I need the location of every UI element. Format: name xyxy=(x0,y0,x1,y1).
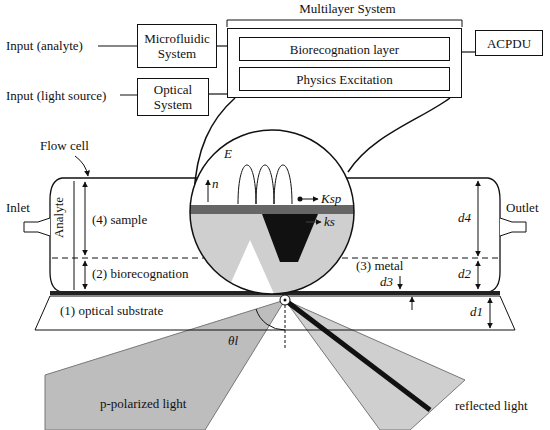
part-label: Input (light source) xyxy=(6,88,106,103)
part-label: Outlet xyxy=(506,200,539,215)
symbol-label: E xyxy=(224,146,232,161)
angle-arc xyxy=(256,309,285,330)
reflected-beam xyxy=(285,300,430,410)
zoom-line xyxy=(348,98,450,172)
process-box: Physics Excitation xyxy=(239,67,450,91)
part-label: reflected light xyxy=(455,398,528,413)
analyte-bracket xyxy=(74,181,75,290)
part-label: (4) sample xyxy=(92,212,147,227)
process-box: Microfluidic System xyxy=(137,24,217,68)
part-label: Input (analyte) xyxy=(6,38,83,53)
metal-surface xyxy=(188,205,358,214)
dimension-arrow xyxy=(85,261,86,289)
group-box: Multilayer SystemBiorecognation layerPhy… xyxy=(227,28,462,98)
symbol-label: Ksp xyxy=(321,191,341,206)
dimension-arrow xyxy=(85,182,86,255)
part-label: Inlet xyxy=(6,200,30,215)
process-box: Optical System xyxy=(137,78,209,116)
dimension-arrow xyxy=(400,276,401,289)
symbol-label: d4 xyxy=(458,210,471,225)
symbol-label: d2 xyxy=(458,266,471,281)
normal-arrow xyxy=(208,180,209,202)
part-label: (3) metal xyxy=(356,258,403,273)
part-label: Flow cell xyxy=(40,138,89,153)
process-box: ACPDU xyxy=(475,30,543,56)
part-label: (1) optical substrate xyxy=(60,303,163,318)
box-label: Microfluidic System xyxy=(138,31,216,61)
reflected-light xyxy=(285,300,465,430)
pointer-arrow xyxy=(75,156,88,176)
apex-dot xyxy=(284,299,287,302)
input-line xyxy=(98,46,137,47)
input-line xyxy=(120,95,137,96)
apex-marker xyxy=(280,295,290,305)
field-profile xyxy=(238,165,292,204)
dimension-arrow xyxy=(490,298,491,328)
box-label: Physics Excitation xyxy=(293,72,395,87)
connector xyxy=(462,51,475,52)
dimension-arrow xyxy=(412,297,413,310)
reflected-wedge xyxy=(262,214,318,262)
box-label: Biorecognation layer xyxy=(287,42,402,57)
symbol-label: d1 xyxy=(470,304,483,319)
part-label: (2) biorecognation xyxy=(92,266,188,281)
connector xyxy=(217,45,227,46)
bracket xyxy=(227,20,462,27)
process-box: Biorecognation layer xyxy=(239,37,450,61)
symbol-label: d3 xyxy=(380,274,393,289)
normal-line xyxy=(285,300,286,350)
dimension-arrow xyxy=(478,181,479,256)
part-label: p-polarized light xyxy=(100,396,186,411)
incident-light xyxy=(45,300,285,430)
symbol-label: θl xyxy=(228,333,238,348)
inlet-nozzle xyxy=(24,218,50,236)
optical-substrate xyxy=(35,296,515,330)
prism-region xyxy=(188,214,358,296)
dimension-arrow xyxy=(478,261,479,289)
connector xyxy=(209,93,227,94)
group-heading: Multilayer System xyxy=(228,1,467,16)
symbol-label: n xyxy=(212,176,219,191)
ks-arrow xyxy=(306,222,321,223)
incident-beam xyxy=(225,240,275,296)
outlet-nozzle xyxy=(500,218,526,236)
ksp-arrow xyxy=(300,199,318,200)
box-label: Optical System xyxy=(138,82,208,112)
box-label: ACPDU xyxy=(484,36,534,51)
part-label: Analyte xyxy=(51,197,66,238)
symbol-label: ks xyxy=(324,214,335,229)
magnifier xyxy=(190,130,354,294)
